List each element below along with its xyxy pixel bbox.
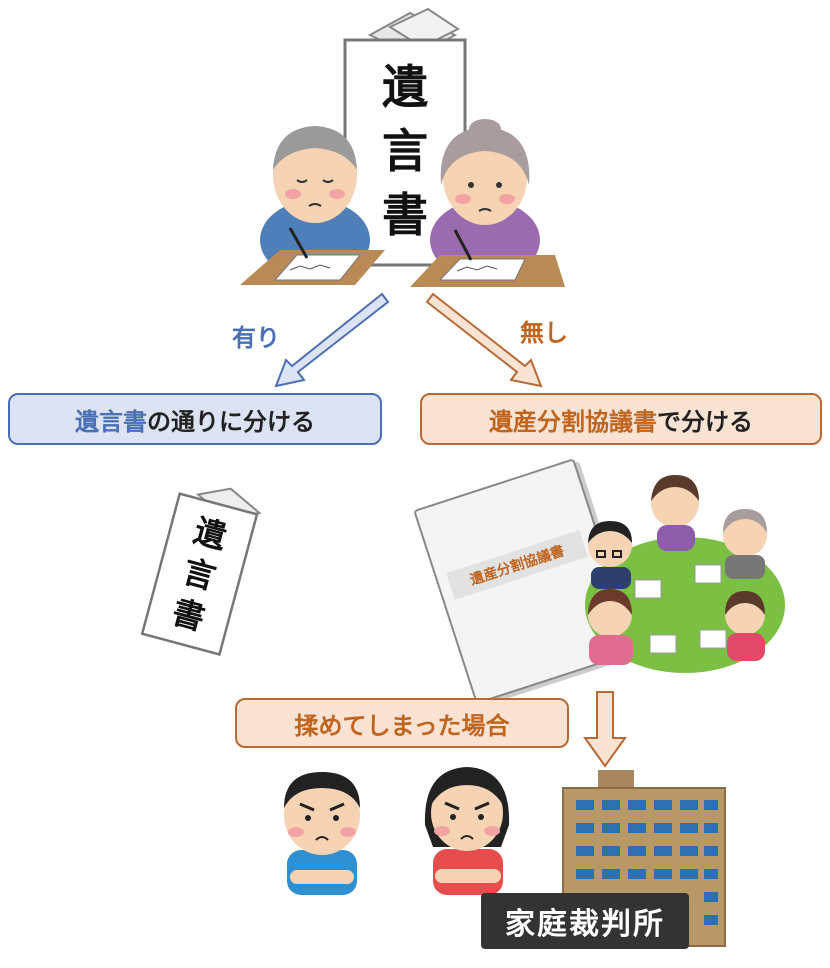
family-meeting-illustration — [585, 475, 785, 673]
small-will-paper — [140, 487, 262, 656]
result-box-without-will: 遺産分割協議書で分ける — [420, 393, 822, 445]
result-text: で分ける — [657, 407, 753, 436]
angry-boy-illustration — [284, 772, 360, 895]
result-text: の通りに分ける — [147, 407, 315, 436]
agreement-term: 遺産分割協議書 — [489, 407, 657, 436]
will-char: 言 — [382, 124, 428, 178]
will-char: 遺 — [382, 60, 428, 114]
court-label: 家庭裁判所 — [481, 893, 689, 949]
arrow-down — [583, 691, 627, 768]
will-char: 書 — [382, 188, 428, 242]
will-scroll-text: 遺 言 書 — [345, 55, 465, 247]
will-term: 遺言書 — [75, 407, 147, 436]
small-will-scroll: 遺 言 書 — [120, 467, 285, 664]
elderly-woman-writing-illustration — [410, 119, 565, 287]
branch-label-no: 無し — [520, 319, 568, 347]
dispute-box: 揉めてしまった場合 — [235, 698, 569, 748]
angry-girl-illustration — [424, 767, 510, 895]
branch-label-yes: 有り — [232, 324, 280, 352]
arrow-yes — [274, 292, 390, 388]
dispute-label: 揉めてしまった場合 — [294, 711, 510, 740]
result-box-with-will: 遺言書の通りに分ける — [8, 393, 382, 445]
arrow-no — [425, 292, 543, 388]
elderly-man-writing-illustration — [240, 126, 385, 285]
